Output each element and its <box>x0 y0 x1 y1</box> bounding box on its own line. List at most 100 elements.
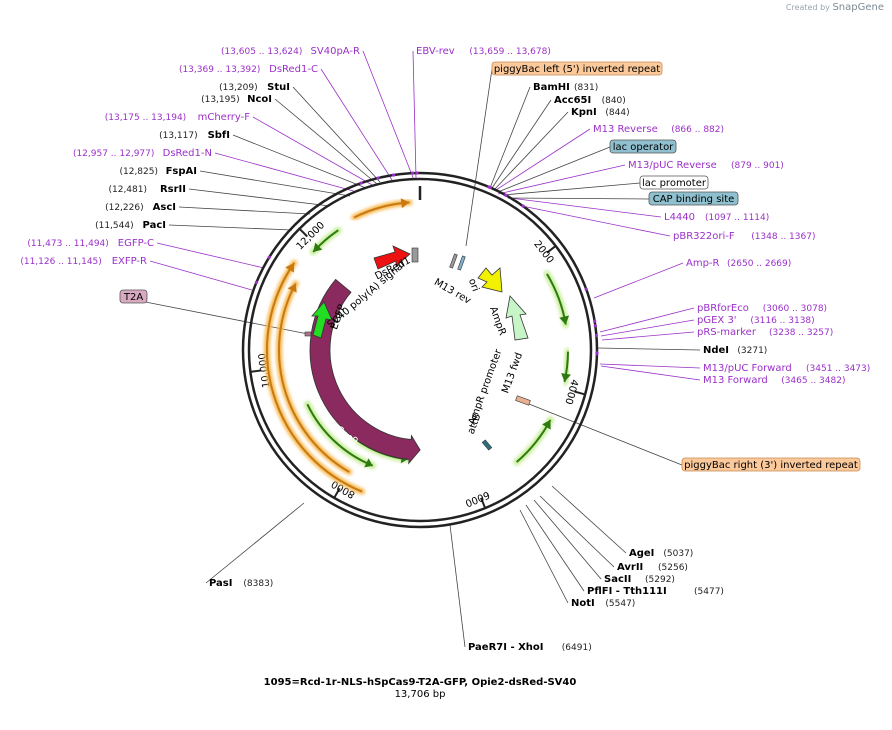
primer-site-2 <box>392 173 396 177</box>
enzyme-name: Acc65I <box>554 95 591 106</box>
enzyme-pflfi-tth111i[interactable]: PflFI - Tth111I(5477) <box>587 586 724 597</box>
primer-sv40pa-r[interactable]: SV40pA-R(13,605 .. 13,624) <box>221 46 360 57</box>
primer-name: mCherry-F <box>198 112 251 123</box>
primer-dsred1-c[interactable]: DsRed1-C(13,369 .. 13,392) <box>179 64 318 75</box>
primer-leader <box>156 242 265 269</box>
primer-coord: (1348 .. 1367) <box>751 232 815 242</box>
primer-name: M13/pUC Forward <box>703 363 792 374</box>
feature-lac-operator[interactable]: lac operator <box>609 139 677 154</box>
primer-amp-r[interactable]: Amp-R(2650 .. 2669) <box>686 258 791 269</box>
primer-ebv-rev[interactable]: EBV-rev(13,659 .. 13,678) <box>416 46 551 57</box>
feature-cap-binding-site[interactable]: CAP binding site <box>648 191 739 206</box>
primer-exfp-r[interactable]: EXFP-R(11,126 .. 11,145) <box>20 256 147 267</box>
enzyme-name: AvrII <box>617 562 643 573</box>
primer-leader <box>495 128 591 191</box>
primer-l4440[interactable]: L4440(1097 .. 1114) <box>664 212 769 223</box>
enzyme-agei[interactable]: AgeI(5037) <box>629 548 693 559</box>
primer-leader <box>599 307 695 333</box>
primer-dsred1-n[interactable]: DsRed1-N(12,957 .. 12,977) <box>73 148 212 159</box>
enzyme-coord: (5292) <box>645 575 675 585</box>
feature-label-ampr[interactable]: AmpR <box>487 305 508 337</box>
primer-m13-puc-reverse[interactable]: M13/pUC Reverse(879 .. 901) <box>628 160 784 171</box>
enzyme-asci[interactable]: AscI(12,226) <box>105 202 176 213</box>
enzyme-stui[interactable]: StuI(13,209) <box>219 82 290 93</box>
feature-leader <box>523 401 683 466</box>
snapgene-logo: SnapGene <box>832 2 884 13</box>
enzyme-pasi[interactable]: PasI(8383) <box>209 578 273 589</box>
feature-piggybac-right-3-inverted-repeat[interactable]: piggyBac right (3') inverted repeat <box>681 457 861 472</box>
feature-label-ori[interactable]: ori <box>466 277 481 293</box>
enzyme-leader <box>199 170 351 197</box>
tick-label-6000: 6000 <box>463 488 491 508</box>
primer-coord: (3451 .. 3473) <box>806 364 870 374</box>
feature-label-m13-fwd[interactable]: M13 fwd <box>500 351 525 395</box>
enzyme-fspai[interactable]: FspAI(12,825) <box>119 166 197 177</box>
enzyme-ndei[interactable]: NdeI(3271) <box>703 345 767 356</box>
primer-leader <box>600 319 695 337</box>
primer-site-16 <box>595 352 599 356</box>
enzyme-ncoi[interactable]: NcoI(13,195) <box>201 94 272 105</box>
feature-t2a[interactable]: T2A <box>119 289 148 304</box>
enzyme-coord: (6491) <box>562 643 592 653</box>
enzyme-rsrii[interactable]: RsrII (12,481) <box>108 184 186 195</box>
enzyme-name: NcoI <box>247 94 272 105</box>
enzyme-avrii[interactable]: AvrII(5256) <box>617 562 688 573</box>
enzyme-coord: (5037) <box>663 549 693 559</box>
primer-leader <box>521 205 671 237</box>
primer-site-6 <box>254 280 259 284</box>
cas9-arrow-shape <box>309 278 421 465</box>
tick-2000 <box>546 245 557 254</box>
primer-pgex-3[interactable]: pGEX 3'(3116 .. 3138) <box>697 315 815 326</box>
enzyme-coord: (12,481) <box>108 185 147 195</box>
enzyme-sacii[interactable]: SacII (5292) <box>604 574 675 585</box>
orf-right-3 <box>513 416 554 466</box>
primer-leader <box>362 50 415 181</box>
enzyme-leader <box>489 86 531 189</box>
enzyme-bamhi[interactable]: BamHI(831) <box>533 82 598 93</box>
enzyme-sbfi[interactable]: SbfI(13,117) <box>159 130 230 141</box>
enzyme-leader <box>533 499 602 580</box>
long-orf-outer-head <box>285 262 295 273</box>
feature-lac-promoter[interactable]: lac promoter <box>639 175 709 190</box>
long-orf-outer <box>264 259 366 495</box>
enzyme-leader <box>493 111 569 191</box>
primer-coord: (3060 .. 3078) <box>763 304 827 314</box>
primer-name: EXFP-R <box>112 256 147 267</box>
enzyme-name: PacI <box>143 220 166 231</box>
enzyme-paer7i-xhoi[interactable]: PaeR7I - XhoI (6491) <box>468 642 592 653</box>
enzyme-leader <box>449 524 466 648</box>
primer-m13-forward[interactable]: M13 Forward(3465 .. 3482) <box>703 375 845 386</box>
primer-leader <box>497 164 626 195</box>
primer-egfp-c[interactable]: EGFP-C(11,473 .. 11,494) <box>27 238 154 249</box>
primer-leader <box>599 363 701 369</box>
primer-m13-puc-forward[interactable]: M13/pUC Forward (3451 .. 3473) <box>703 363 870 374</box>
primer-mcherry-f[interactable]: mCherry-F(13,175 .. 13,194) <box>105 112 250 123</box>
enzyme-coord: (840) <box>602 96 626 106</box>
plasmid-name: 1095=Rcd-1r-NLS-hSpCas9-T2A-GFP, Opie2-d… <box>264 677 577 688</box>
primer-prs-marker[interactable]: pRS-marker(3238 .. 3257) <box>697 327 833 338</box>
primer-site-5 <box>267 255 271 259</box>
enzyme-name: SacII <box>604 574 631 585</box>
enzyme-name: RsrII <box>160 184 186 195</box>
backbone <box>241 171 599 529</box>
enzyme-coord: (5547) <box>605 599 635 609</box>
primer-coord: (879 .. 901) <box>731 161 784 171</box>
primer-pbr322ori-f[interactable]: pBR322ori-F(1348 .. 1367) <box>673 231 815 242</box>
primer-pbrforeco[interactable]: pBRforEco(3060 .. 3078) <box>697 303 827 314</box>
primer-m13-reverse[interactable]: M13 Reverse(866 .. 882) <box>593 124 724 135</box>
enzyme-noti[interactable]: NotI(5547) <box>571 598 635 609</box>
primer-site-9 <box>504 193 508 197</box>
enzyme-name: PaeR7I - XhoI <box>468 642 544 653</box>
feature-leader <box>465 68 493 247</box>
enzyme-leader <box>597 347 701 351</box>
enzyme-paci[interactable]: PacI(11,544) <box>95 220 166 231</box>
backbone-inner <box>247 177 593 523</box>
feature-piggybac-left-5-inverted-repeat[interactable]: piggyBac left (5') inverted repeat <box>491 61 663 76</box>
feature-box <box>609 139 677 154</box>
promoter-box <box>515 395 531 406</box>
enzyme-kpni[interactable]: KpnI(844) <box>571 107 630 118</box>
enzyme-leader <box>539 495 615 568</box>
feature-label: T2A <box>123 292 143 303</box>
leader-lines <box>119 50 701 648</box>
enzyme-acc65i[interactable]: Acc65I (840) <box>554 95 626 106</box>
